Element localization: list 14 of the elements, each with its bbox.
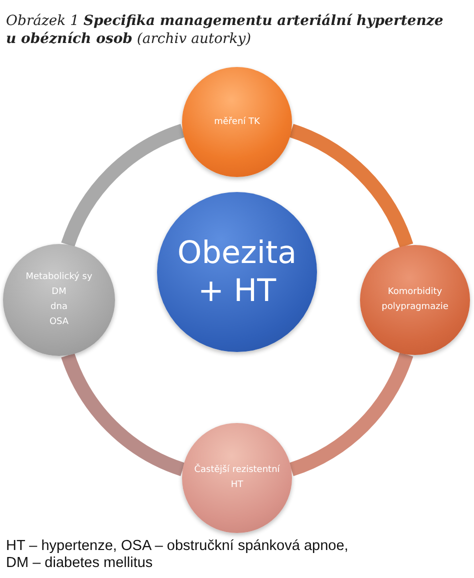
ring-arc — [288, 352, 414, 476]
node-label: OSA — [49, 316, 69, 329]
node-label: Obezita + HT — [176, 234, 298, 310]
node-label: Metabolický sy — [26, 270, 92, 284]
node-label: DM — [52, 286, 66, 299]
node-label: Komorbidity polypragmazie — [380, 286, 450, 314]
figure-title: Obrázek 1 Specifika managementu arteriální hypertenze u obézních osob (archiv autorky) — [6, 12, 444, 48]
node-label: měření TK — [214, 116, 260, 128]
ring-arc — [288, 124, 414, 248]
ring-arc — [61, 124, 186, 248]
caption: HT – hypertenze, OSA – obstručkní spánková apnoe, DM – diabetes mellitus — [6, 538, 350, 572]
node-label: Častější rezistentní HT — [193, 463, 281, 492]
node-label: dna — [50, 301, 68, 314]
ring-arc — [61, 352, 186, 476]
